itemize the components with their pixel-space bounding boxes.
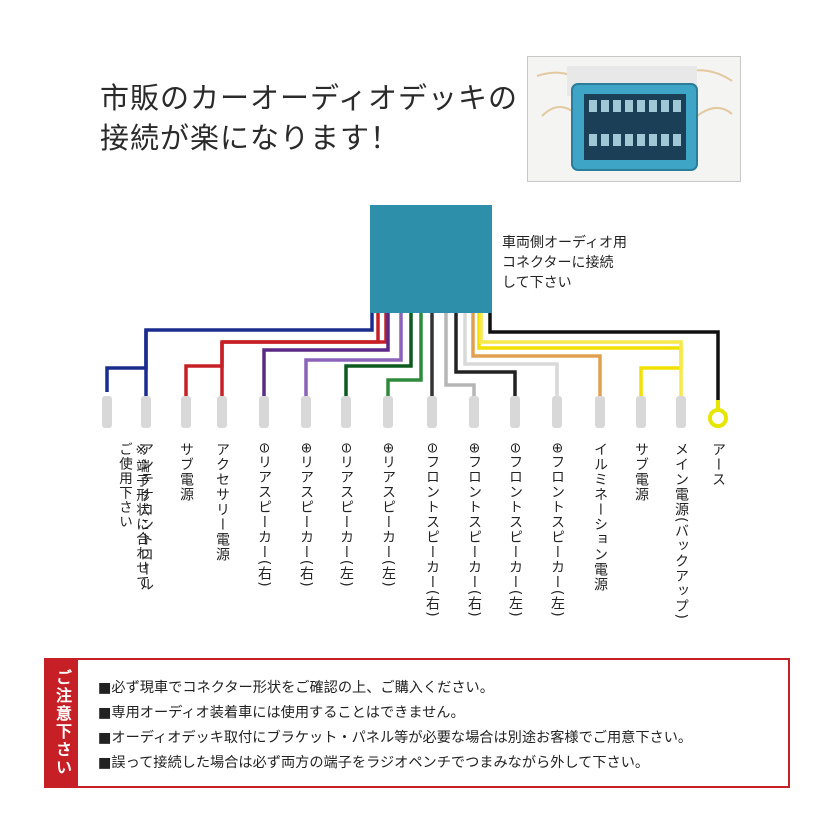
terminal-1: [141, 396, 151, 428]
terminal-9: [469, 396, 479, 428]
terminal-2: [181, 396, 191, 428]
terminal-11: [552, 396, 562, 428]
connector-note: 車両側オーディオ用 コネクターに接続 して下さい: [502, 233, 627, 293]
wire-label-11: ⊕フロントスピーカー(左): [549, 442, 565, 618]
harness-connector: [370, 205, 492, 313]
note-terminal: [102, 396, 112, 428]
connector-note-line-3: して下さい: [502, 275, 572, 291]
terminal-10: [510, 396, 520, 428]
wire-label-7: ⊕リアスピーカー(左): [380, 442, 396, 588]
caution-item: ■誤って接続した場合は必ず両方の端子をラジオペンチでつまみながら外して下さい。: [98, 755, 650, 771]
caution-tab: ご注意下さい: [46, 660, 78, 786]
terminal-13: [636, 396, 646, 428]
connector-note-line-1: 車両側オーディオ用: [502, 235, 628, 251]
wire-9: [444, 313, 476, 400]
connector-photo: [527, 56, 741, 182]
terminal-note-label: ※端子形状に合わせてご使用下さい: [116, 442, 149, 590]
wire-4: [262, 313, 390, 400]
wire-note-branch: [105, 330, 148, 392]
earth-terminal: [708, 408, 728, 428]
wire-label-9: ⊕フロントスピーカー(右): [466, 442, 482, 618]
terminal-12: [595, 396, 605, 428]
terminal-3: [217, 396, 227, 428]
wire-label-15: アース: [710, 442, 726, 487]
terminals-group: [102, 396, 728, 428]
wire-label-3: アクセサリー電源: [214, 442, 230, 562]
caution-item: ■専用オーディオ装着車には使用することはできません。: [98, 705, 465, 721]
terminal-5: [301, 396, 311, 428]
terminal-6: [341, 396, 351, 428]
wires-group: [105, 313, 720, 400]
caution-box: ご注意下さい ■必ず現車でコネクター形状をご確認の上、ご購入ください。 ■専用オ…: [44, 658, 790, 788]
terminal-7: [383, 396, 393, 428]
wire-11: [463, 313, 559, 400]
headline: 市販のカーオーディオデッキの 接続が楽になります！: [100, 78, 518, 158]
terminal-8: [427, 396, 437, 428]
wire-15: [488, 313, 720, 400]
wire-2: [184, 313, 388, 400]
wire-10: [454, 313, 517, 400]
caution-item: ■オーディオデッキ取付にブラケット・パネル等が必要な場合は別途お客様でご用意下さ…: [98, 730, 693, 746]
wire-1: [144, 313, 374, 400]
terminal-4: [259, 396, 269, 428]
wire-label-6: ⊖リアスピーカー(左): [338, 442, 354, 588]
wire-label-5: ⊕リアスピーカー(右): [298, 442, 314, 588]
wire-label-4: ⊖リアスピーカー(右): [256, 442, 272, 588]
wire-label-8: ⊖フロントスピーカー(右): [424, 442, 440, 618]
wire-14: [479, 313, 683, 400]
wire-12: [471, 313, 602, 400]
wire-label-13: サブ電源: [633, 442, 649, 502]
wire-label-10: ⊖フロントスピーカー(左): [507, 442, 523, 618]
earth-terminal-stem: [716, 400, 720, 412]
wire-6: [344, 313, 413, 400]
wire-label-1: アンテナコントロール: [138, 442, 154, 592]
wire-label-12: イルミネーション電源: [592, 442, 608, 592]
terminal-14: [676, 396, 686, 428]
wire-5: [304, 313, 403, 400]
connector-note-line-2: コネクターに接続: [502, 255, 614, 271]
headline-line-2: 接続が楽になります！: [100, 121, 401, 155]
headline-line-1: 市販のカーオーディオデッキの: [100, 81, 518, 115]
wire-3: [220, 313, 380, 400]
caution-list: ■必ず現車でコネクター形状をご確認の上、ご購入ください。 ■専用オーディオ装着車…: [98, 676, 692, 776]
wire-label-14: メイン電源(バックアップ): [673, 442, 689, 620]
wire-7: [386, 313, 423, 400]
wire-label-2: サブ電源: [178, 442, 194, 502]
caution-item: ■必ず現車でコネクター形状をご確認の上、ご購入ください。: [98, 680, 494, 696]
